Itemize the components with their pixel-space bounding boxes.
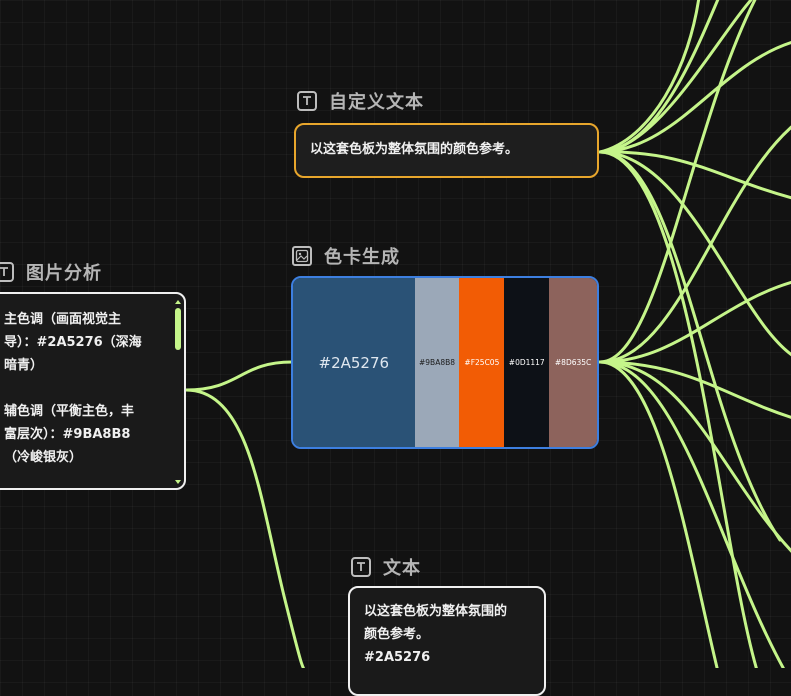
swatch-label: #2A5276 bbox=[318, 353, 390, 372]
text-node-title: 文本 bbox=[351, 554, 421, 580]
text-icon bbox=[297, 91, 317, 111]
analysis-line: 导）：#2A5276（深海 bbox=[4, 335, 142, 350]
text-icon bbox=[351, 557, 371, 577]
text-icon bbox=[0, 262, 14, 282]
scrollbar[interactable] bbox=[175, 300, 181, 484]
edge-custom-out-6 bbox=[598, 150, 791, 357]
image-analysis-title: 图片分析 bbox=[26, 263, 102, 284]
swatch-label: #0D1117 bbox=[508, 358, 545, 367]
analysis-line: 暗青） bbox=[4, 358, 44, 373]
scroll-up-arrow-icon[interactable] bbox=[175, 300, 181, 304]
swatch-secondary[interactable]: #9BA8B8 bbox=[414, 278, 460, 447]
custom-text-content: 以这套色板为整体氛围的颜色参考。 bbox=[310, 142, 519, 157]
image-analysis-card[interactable]: 主色调（画面视觉主 导）：#2A5276（深海 暗青） 辅色调（平衡主色，丰 富… bbox=[0, 292, 186, 490]
swatch-brown[interactable]: #8D635C bbox=[549, 278, 597, 447]
edge-custom-out-5 bbox=[598, 150, 791, 200]
analysis-line: 主色调（画面视觉主 bbox=[4, 312, 122, 327]
edge-custom-out-8 bbox=[598, 150, 758, 668]
swatch-primary[interactable]: #2A5276 bbox=[293, 278, 415, 447]
edge-palette-out-2 bbox=[598, 125, 791, 364]
edge-analysis-text bbox=[184, 388, 306, 668]
analysis-line: 富层次）：#9BA8B8 bbox=[4, 427, 131, 442]
image-icon bbox=[292, 246, 312, 266]
text-line: #2A5276 bbox=[364, 650, 431, 665]
palette-card[interactable]: #2A5276 #9BA8B8 #F25C05 #0D1117 #8D635C bbox=[291, 276, 599, 449]
analysis-line: 辅色调（平衡主色，丰 bbox=[4, 404, 135, 419]
text-title: 文本 bbox=[383, 558, 421, 579]
edge-custom-out-7 bbox=[598, 150, 782, 542]
scroll-down-arrow-icon[interactable] bbox=[175, 480, 181, 484]
connection-edges bbox=[184, 0, 791, 668]
analysis-line-blank bbox=[4, 377, 162, 400]
edge-palette-out-1 bbox=[598, 0, 757, 364]
edge-custom-out-2 bbox=[598, 0, 720, 154]
swatch-dark[interactable]: #0D1117 bbox=[504, 278, 550, 447]
palette-node-title: 色卡生成 bbox=[292, 243, 400, 269]
edge-custom-out-4 bbox=[598, 41, 791, 154]
swatch-accent[interactable]: #F25C05 bbox=[459, 278, 505, 447]
edge-custom-out-3 bbox=[598, 0, 753, 154]
edge-palette-out-6 bbox=[598, 360, 786, 668]
edge-palette-out-5 bbox=[598, 360, 791, 553]
swatch-label: #F25C05 bbox=[464, 358, 500, 367]
analysis-line: （冷峻银灰） bbox=[4, 450, 83, 465]
custom-text-node-title: 自定义文本 bbox=[297, 88, 424, 114]
image-analysis-node-title: 图片分析 bbox=[0, 259, 102, 285]
image-analysis-content: 主色调（画面视觉主 导）：#2A5276（深海 暗青） 辅色调（平衡主色，丰 富… bbox=[4, 308, 162, 469]
swatch-label: #8D635C bbox=[554, 358, 592, 367]
scroll-thumb[interactable] bbox=[175, 308, 181, 350]
custom-text-card[interactable]: 以这套色板为整体氛围的颜色参考。 bbox=[294, 123, 599, 178]
text-card[interactable]: 以这套色板为整体氛围的 颜色参考。 #2A5276 bbox=[348, 586, 546, 696]
edge-palette-out-3 bbox=[598, 281, 791, 364]
custom-text-title: 自定义文本 bbox=[329, 92, 424, 113]
edge-custom-out-1 bbox=[598, 0, 701, 154]
palette-title: 色卡生成 bbox=[324, 247, 400, 268]
text-line: 颜色参考。 bbox=[364, 627, 430, 642]
swatch-label: #9BA8B8 bbox=[419, 358, 456, 367]
text-line: 以这套色板为整体氛围的 bbox=[364, 604, 508, 619]
edge-analysis-palette bbox=[184, 360, 294, 392]
text-content: 以这套色板为整体氛围的 颜色参考。 #2A5276 bbox=[364, 600, 530, 669]
edge-palette-out-7 bbox=[598, 360, 719, 668]
edge-palette-out-4 bbox=[598, 360, 791, 419]
